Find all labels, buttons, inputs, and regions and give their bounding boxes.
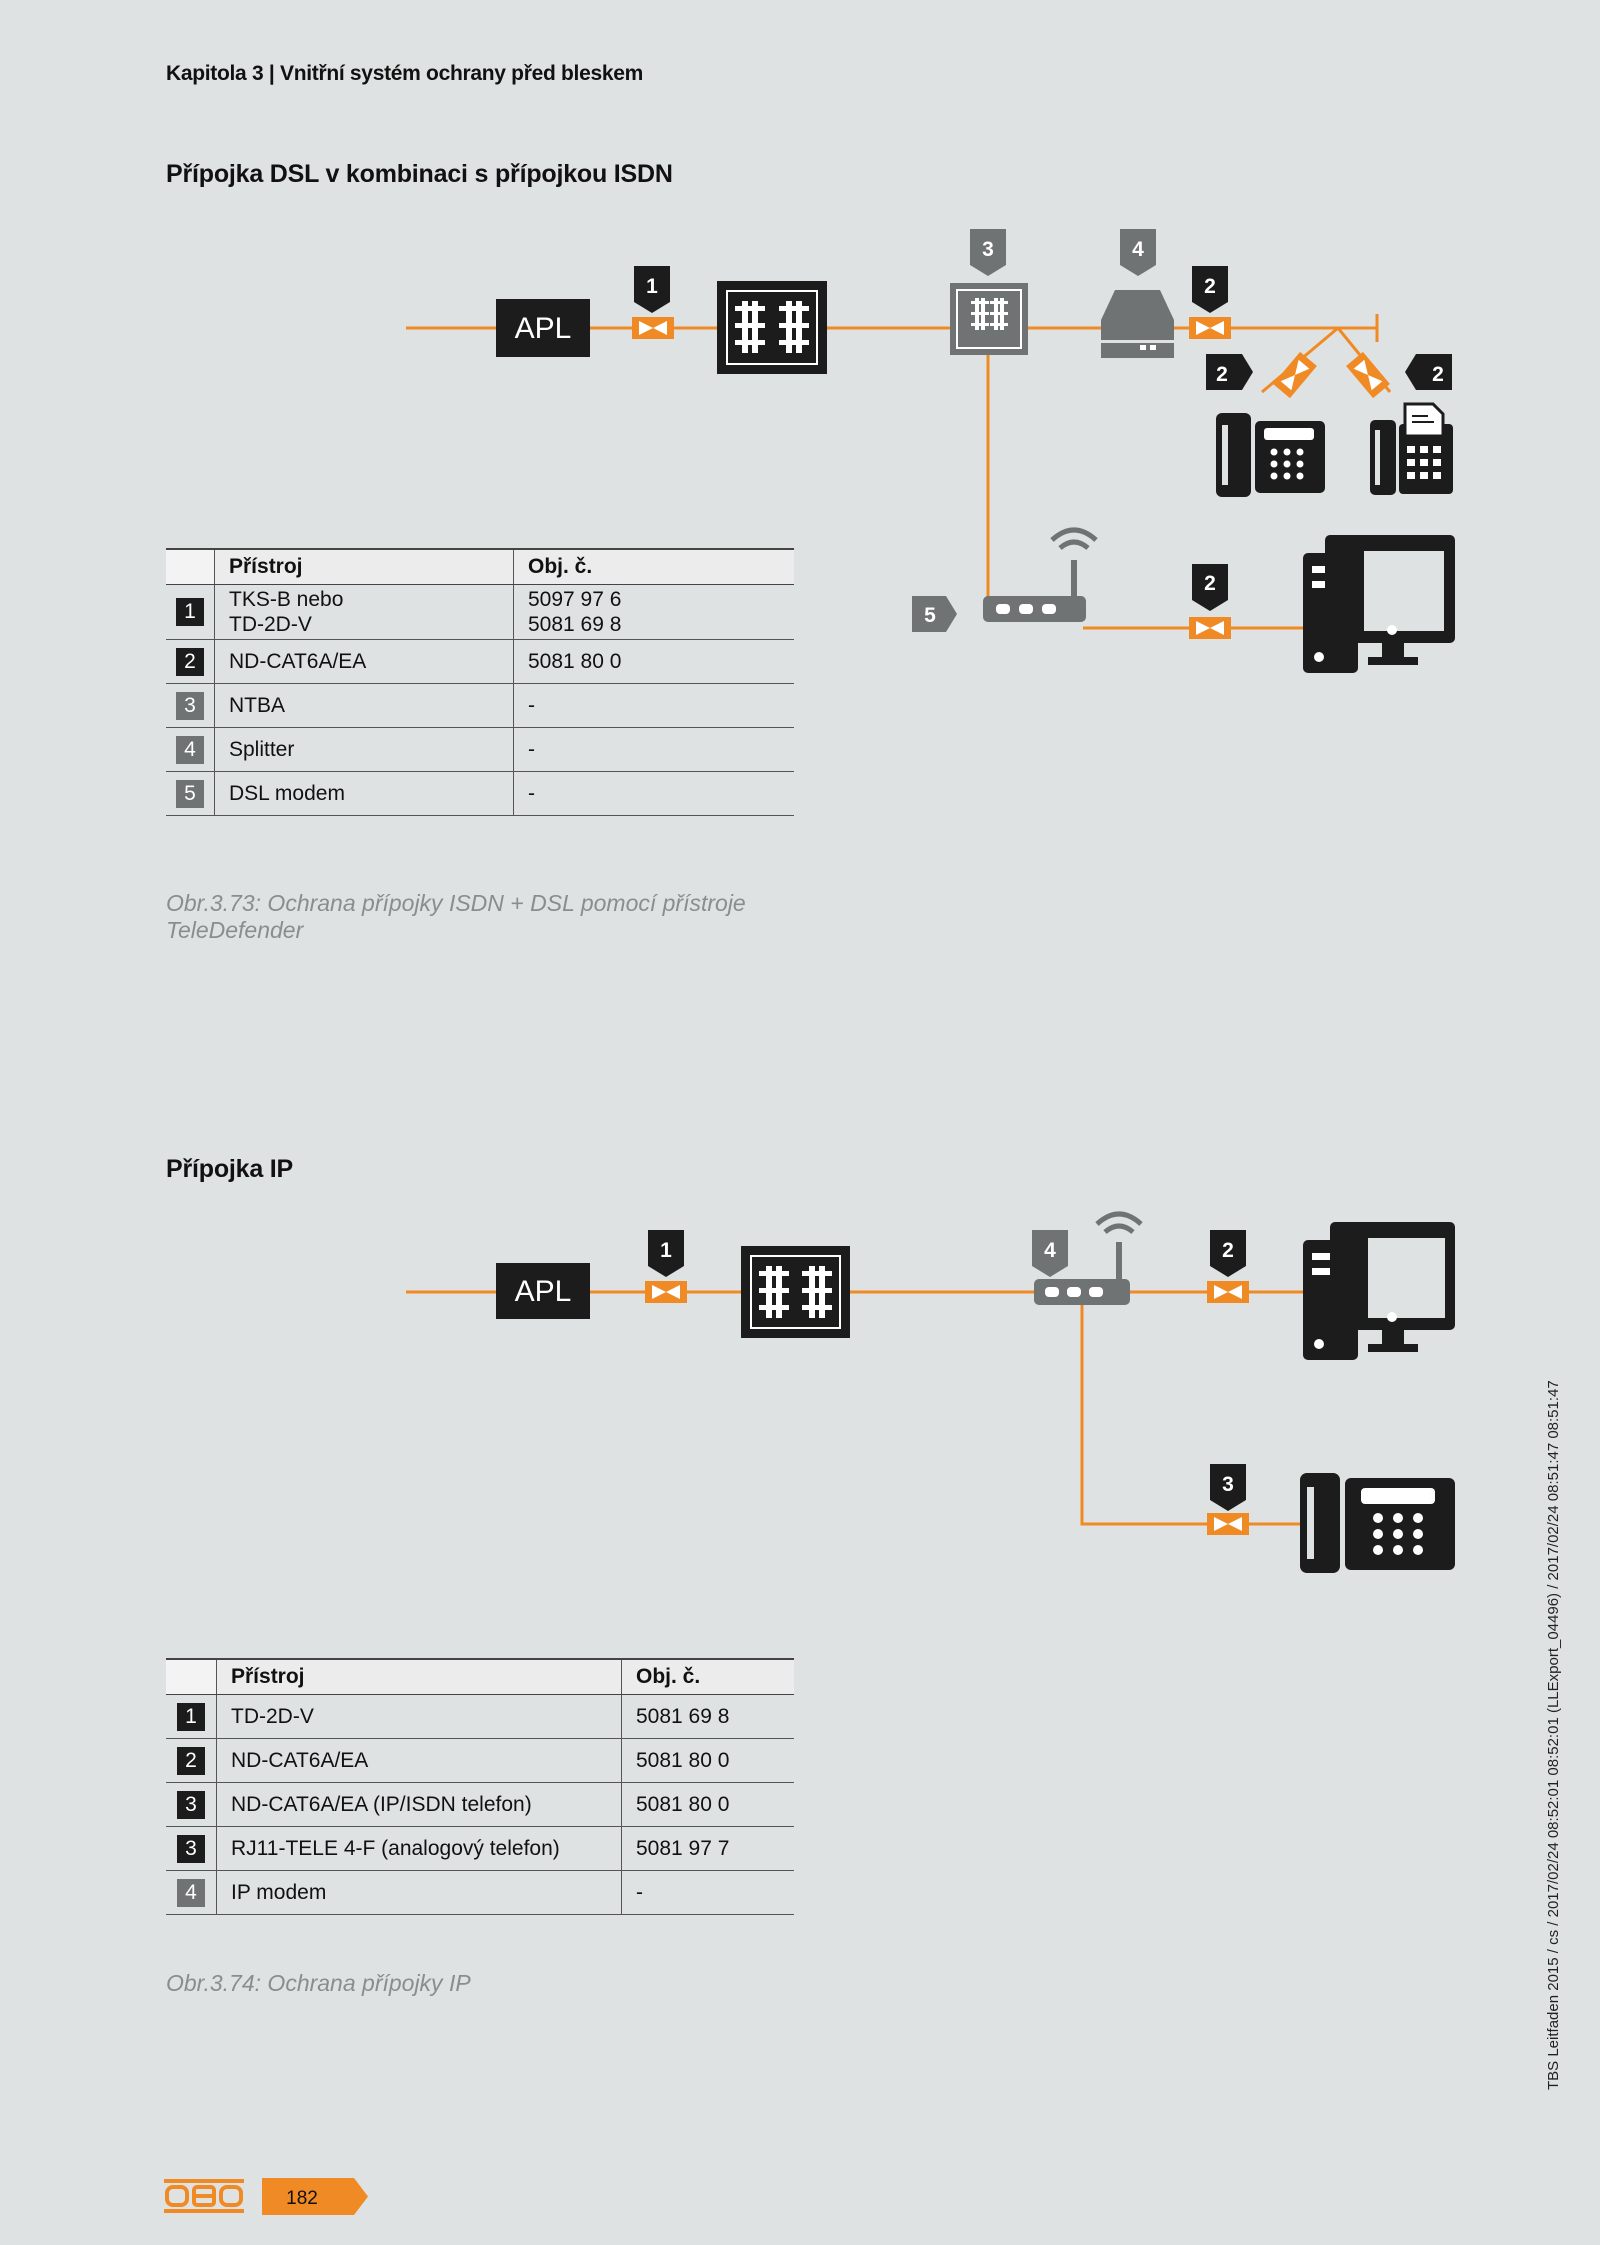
splitter-icon xyxy=(1101,290,1174,358)
surge-protector-2b xyxy=(1273,351,1317,399)
svg-text:APL: APL xyxy=(515,1275,572,1308)
marker-3: 3 xyxy=(970,229,1006,276)
svg-text:3: 3 xyxy=(1222,1473,1234,1496)
marker-4: 4 xyxy=(1120,229,1156,276)
dsl-modem-icon xyxy=(983,527,1098,622)
obo-logo xyxy=(164,2179,244,2213)
chapter-header: Kapitola 3 | Vnitřní systém ochrany před… xyxy=(166,62,643,85)
marker-ip-1: 1 xyxy=(648,1230,684,1277)
svg-text:2: 2 xyxy=(1204,572,1216,595)
figure-caption-3-73: Obr.3.73: Ochrana přípojky ISDN + DSL po… xyxy=(166,890,746,943)
table-row: 4 IP modem - xyxy=(166,1870,794,1915)
svg-text:2: 2 xyxy=(1216,363,1228,386)
side-print-note: TBS Leitfaden 2015 / cs / 2017/02/24 08:… xyxy=(1545,1380,1562,2090)
computer-icon xyxy=(1303,535,1455,673)
diagram-ip: APL xyxy=(406,1211,1455,1573)
ip-modem-icon xyxy=(1034,1211,1143,1305)
marker-ip-4: 4 xyxy=(1032,1230,1068,1277)
page-number-badge: 182 xyxy=(262,2178,368,2215)
computer-icon-ip xyxy=(1303,1222,1455,1360)
isdn-phone-icon xyxy=(1216,413,1325,497)
section-title-dsl-isdn: Přípojka DSL v kombinaci s přípojkou ISD… xyxy=(166,160,673,188)
marker-2-phone: 2 xyxy=(1206,354,1253,390)
marker-ip-2: 2 xyxy=(1210,1230,1246,1277)
apl-box-ip: APL xyxy=(496,1263,590,1319)
table-row: 3 RJ11-TELE 4-F (analogový telefon) 5081… xyxy=(166,1826,794,1871)
surge-protector-ip-3 xyxy=(1207,1513,1249,1535)
table-header-device: Přístroj xyxy=(214,548,514,585)
table-row: 2 ND-CAT6A/EA 5081 80 0 xyxy=(166,1738,794,1783)
surge-protector-2c xyxy=(1346,351,1390,399)
fax-icon xyxy=(1370,402,1453,495)
svg-text:3: 3 xyxy=(982,238,994,261)
svg-text:4: 4 xyxy=(1132,238,1144,261)
svg-text:1: 1 xyxy=(660,1239,672,1262)
table-header-code: Obj. č. xyxy=(621,1658,794,1695)
page-number: 182 xyxy=(286,2188,318,2209)
marker-1: 1 xyxy=(634,266,670,313)
surge-protector-2a xyxy=(1189,317,1231,339)
table-row: 5 DSL modem - xyxy=(166,771,794,816)
marker-ip-3: 3 xyxy=(1210,1464,1246,1511)
table-row: 2 ND-CAT6A/EA 5081 80 0 xyxy=(166,639,794,684)
svg-text:2: 2 xyxy=(1222,1239,1234,1262)
svg-text:2: 2 xyxy=(1432,363,1444,386)
surge-protector-2d xyxy=(1189,617,1231,639)
section-title-ip: Přípojka IP xyxy=(166,1155,294,1183)
marker-2-pc: 2 xyxy=(1192,564,1228,611)
table-row: 3 ND-CAT6A/EA (IP/ISDN telefon) 5081 80 … xyxy=(166,1782,794,1827)
svg-text:2: 2 xyxy=(1204,275,1216,298)
phone-icon-ip xyxy=(1300,1473,1455,1573)
table-row: 4 Splitter - xyxy=(166,727,794,772)
table-row: 3 NTBA - xyxy=(166,683,794,728)
ntba-icon xyxy=(950,283,1028,355)
terminal-block-icon xyxy=(717,281,827,374)
diagram-dsl-isdn: APL xyxy=(406,229,1455,673)
svg-text:1: 1 xyxy=(646,275,658,298)
apl-label: APL xyxy=(515,312,572,345)
svg-text:5: 5 xyxy=(924,604,936,627)
surge-protector-ip-1 xyxy=(645,1281,687,1303)
marker-2-top: 2 xyxy=(1192,266,1228,313)
marker-2-fax: 2 xyxy=(1405,354,1452,390)
apl-box: APL xyxy=(496,299,590,357)
parts-table-ip: Přístroj Obj. č. 1 TD-2D-V 5081 69 8 2 N… xyxy=(166,1658,794,1915)
table-header-code: Obj. č. xyxy=(513,548,794,585)
table-header-device: Přístroj xyxy=(216,1658,622,1695)
svg-text:4: 4 xyxy=(1044,1239,1056,1262)
surge-protector-1 xyxy=(632,317,674,339)
marker-5: 5 xyxy=(912,596,957,632)
figure-caption-3-74: Obr.3.74: Ochrana přípojky IP xyxy=(166,1970,471,1996)
terminal-block-icon-ip xyxy=(741,1246,850,1338)
surge-protector-ip-2 xyxy=(1207,1281,1249,1303)
table-row: 1 TD-2D-V 5081 69 8 xyxy=(166,1694,794,1739)
